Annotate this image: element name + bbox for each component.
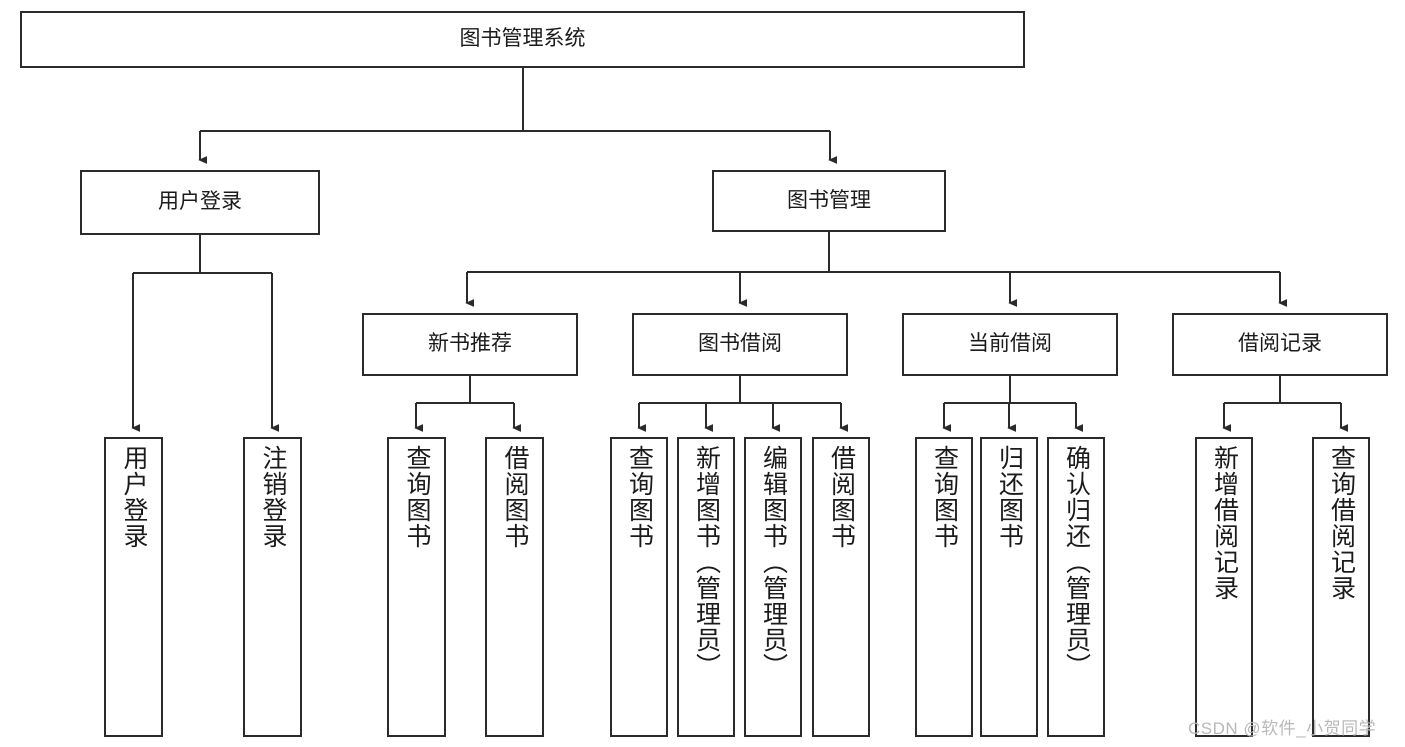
leaf-query-book-2[interactable]: 查询图书 [610,437,668,737]
node-label: 编辑图书（管理员） [759,445,788,679]
leaf-confirm-return-admin[interactable]: 确认归还（管理员） [1047,437,1105,737]
leaf-borrow-book-2[interactable]: 借阅图书 [812,437,870,737]
node-borrow-record[interactable]: 借阅记录 [1172,313,1388,376]
node-label: 图书借阅 [698,332,782,356]
node-label: 新增图书（管理员） [692,445,721,679]
node-label: 图书管理系统 [459,27,586,51]
node-new-book-recommend[interactable]: 新书推荐 [362,313,578,376]
node-label: 新增借阅记录 [1210,445,1239,601]
node-label: 查询图书 [930,445,959,549]
watermark: CSDN @软件_小贺同学 [1188,719,1377,738]
leaf-edit-book-admin[interactable]: 编辑图书（管理员） [744,437,802,737]
leaf-return-book[interactable]: 归还图书 [980,437,1038,737]
node-label: 新书推荐 [428,332,512,356]
node-label: 当前借阅 [968,332,1052,356]
node-label: 用户登录 [120,445,148,549]
node-root-book-management-system[interactable]: 图书管理系统 [20,11,1025,68]
node-book-borrow[interactable]: 图书借阅 [632,313,848,376]
leaf-query-book-1[interactable]: 查询图书 [387,437,446,737]
node-book-management[interactable]: 图书管理 [712,170,946,232]
node-label: 借阅记录 [1238,332,1322,356]
node-label: 图书管理 [787,188,871,212]
leaf-user-login[interactable]: 用户登录 [104,437,163,737]
node-user-login[interactable]: 用户登录 [80,170,320,235]
leaf-logout-login[interactable]: 注销登录 [243,437,302,737]
leaf-add-book-admin[interactable]: 新增图书（管理员） [677,437,735,737]
node-label: 借阅图书 [827,445,856,549]
leaf-query-borrow-record[interactable]: 查询借阅记录 [1312,437,1370,737]
node-label: 归还图书 [995,445,1024,549]
node-label: 查询图书 [403,445,431,549]
leaf-query-book-3[interactable]: 查询图书 [915,437,973,737]
leaf-borrow-book-1[interactable]: 借阅图书 [485,437,544,737]
node-label: 借阅图书 [501,445,529,549]
node-label: 查询借阅记录 [1327,445,1356,601]
node-label: 查询图书 [625,445,654,549]
node-label: 注销登录 [259,445,287,549]
node-label: 确认归还（管理员） [1062,445,1091,679]
leaf-add-borrow-record[interactable]: 新增借阅记录 [1195,437,1253,737]
node-current-borrow[interactable]: 当前借阅 [902,313,1118,376]
node-label: 用户登录 [158,190,242,214]
